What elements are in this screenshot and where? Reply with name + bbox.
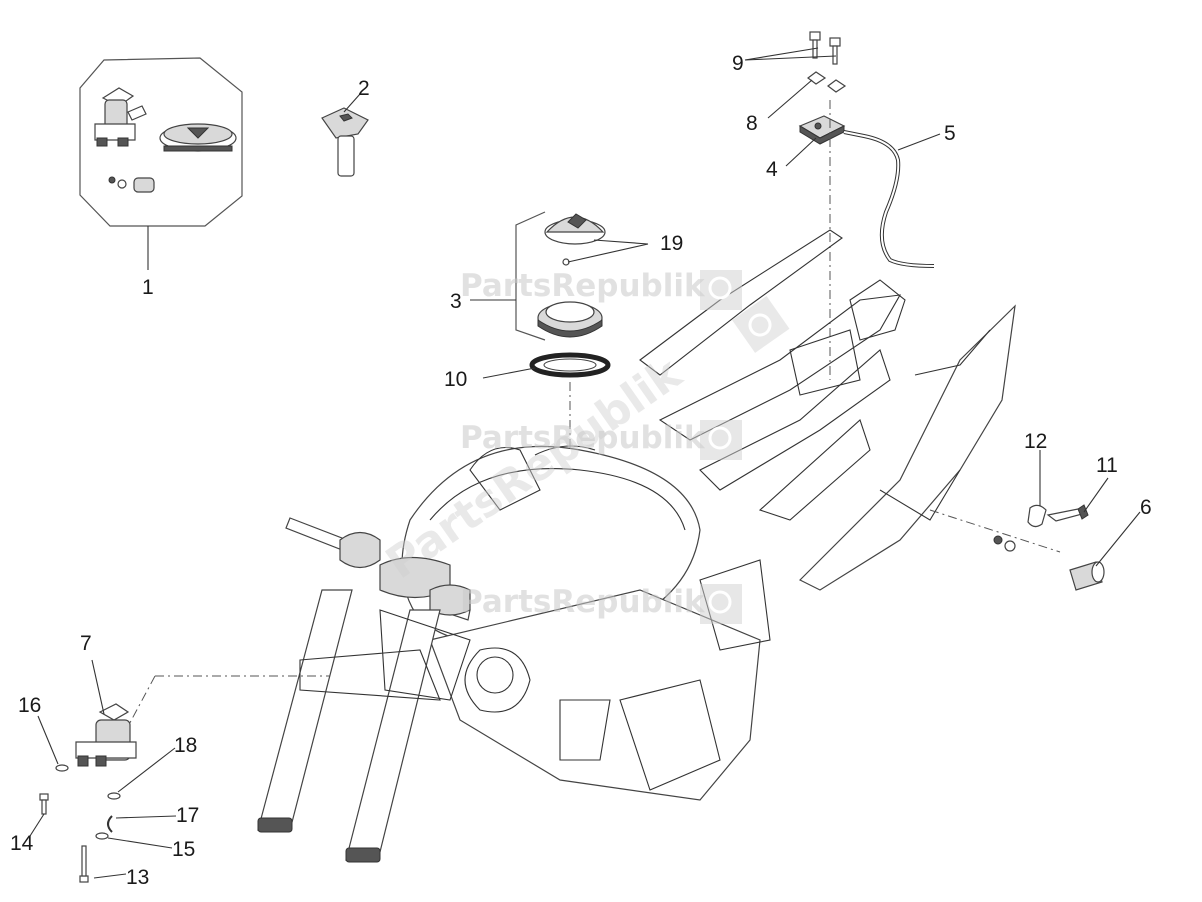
release-cable-icon	[843, 130, 935, 268]
fuel-filler-group	[515, 211, 611, 470]
front-fork-right	[345, 609, 441, 863]
kit-1-outline	[79, 57, 243, 227]
callout-15: 15	[172, 838, 195, 861]
kit-1-group	[79, 57, 243, 227]
callout-5: 5	[944, 122, 956, 145]
bolt-icon	[809, 31, 841, 65]
ignition-lock-icon	[94, 87, 147, 147]
gear-icon	[700, 584, 742, 624]
key-icon	[321, 107, 369, 177]
lock-cylinder-icon	[1069, 561, 1105, 591]
callout-16: 16	[18, 694, 41, 717]
gear-icon	[732, 295, 790, 353]
watermark-gear-tilted	[732, 295, 790, 353]
callout-19: 19	[660, 232, 683, 255]
callout-4: 4	[766, 158, 778, 181]
gear-icon	[700, 420, 742, 460]
rear-lock-group	[929, 504, 1105, 591]
spring-clip-icon	[107, 815, 113, 833]
lock-bracket-icon	[798, 115, 846, 145]
filler-ring-icon	[537, 301, 603, 338]
lock-barrel-icon	[108, 176, 155, 193]
callout-17: 17	[176, 804, 199, 827]
watermark-row-2: PartsRepublik	[460, 420, 742, 460]
watermark-text: PartsRepublik	[460, 268, 706, 304]
washer-icon	[55, 764, 121, 840]
callout-12: 12	[1024, 430, 1047, 453]
callout-10: 10	[444, 368, 467, 391]
nut-icon	[807, 71, 847, 93]
watermark-text: PartsRepublik	[460, 420, 706, 456]
callout-6: 6	[1140, 496, 1152, 519]
gasket-icon	[529, 352, 611, 378]
steering-lock-icon	[75, 703, 137, 767]
small-screw-icon	[993, 535, 1016, 552]
callout-11: 11	[1096, 454, 1118, 477]
callout-labels: 1 2 3 4 5 6 7 8 9 10 11 12 13 14 15 16 1…	[10, 52, 1152, 889]
filler-cap-icon	[544, 213, 606, 245]
watermark-row-1: PartsRepublik	[460, 268, 742, 310]
callout-13: 13	[126, 866, 149, 889]
seat-lock-group	[798, 31, 935, 380]
leader-lines	[29, 47, 1141, 879]
callout-7: 7	[80, 632, 92, 655]
callout-18: 18	[174, 734, 197, 757]
lock-clip-icon	[1027, 504, 1047, 528]
front-fork-left	[257, 589, 353, 833]
callout-8: 8	[746, 112, 758, 135]
callout-9: 9	[732, 52, 744, 75]
fuel-cap-icon	[159, 123, 237, 152]
callout-14: 14	[10, 832, 34, 855]
callout-1: 1	[142, 276, 154, 299]
latch-plate-icon	[1046, 504, 1089, 522]
steering-lock-group	[39, 675, 330, 883]
gear-icon	[700, 270, 742, 310]
callout-3: 3	[450, 290, 462, 313]
motorcycle-frame-illustration	[257, 229, 1016, 863]
watermark-text: PartsRepublik	[460, 584, 706, 620]
screw-icon	[39, 793, 89, 883]
watermark-row-3: PartsRepublik	[460, 584, 742, 624]
callout-2: 2	[358, 77, 370, 100]
